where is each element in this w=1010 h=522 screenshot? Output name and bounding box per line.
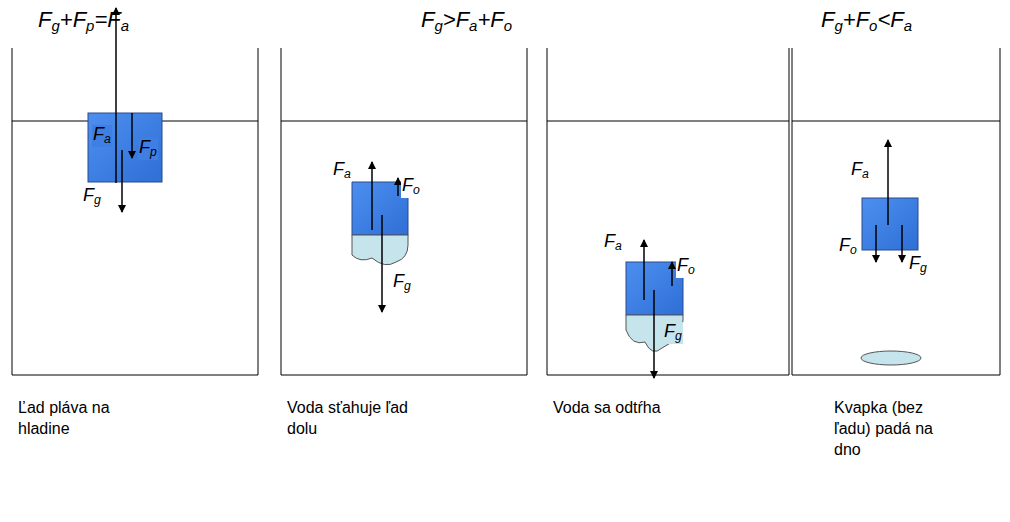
- subscript: o: [688, 263, 695, 277]
- subscript: o: [869, 17, 877, 34]
- equation-title: Fg>Fa+Fo: [420, 8, 513, 34]
- subscript: a: [469, 17, 477, 34]
- subscript: o: [504, 17, 512, 34]
- subscript: g: [834, 17, 842, 34]
- force-label: Fa: [850, 160, 870, 182]
- force-arrows: [116, 8, 902, 378]
- equation-title: Fg+Fo<Fa: [820, 8, 913, 34]
- caption-text: Kvapka (bez ľadu) padá na dno: [834, 398, 944, 460]
- force-label: Fa: [332, 160, 352, 182]
- subscript: o: [413, 183, 420, 197]
- subscript: g: [920, 261, 927, 275]
- force-label: Fg: [82, 186, 102, 208]
- force-label: Fa: [92, 125, 112, 147]
- subscript: g: [675, 329, 682, 343]
- subscript: a: [104, 132, 111, 146]
- force-label: Fg: [663, 322, 683, 344]
- subscript: g: [51, 17, 59, 34]
- subscript: a: [862, 167, 869, 181]
- force-label: Fo: [401, 176, 421, 198]
- caption-text: Voda sťahuje ľad dolu: [287, 398, 417, 440]
- force-label: Fo: [676, 256, 696, 278]
- subscript: g: [94, 193, 101, 207]
- subscript: a: [121, 17, 129, 34]
- subscript: o: [850, 243, 857, 257]
- subscript: g: [404, 279, 411, 293]
- subscript: g: [434, 17, 442, 34]
- force-label: Fg: [908, 254, 928, 276]
- equation-title: Fg+Fp=Fa: [37, 8, 130, 34]
- beakers: [12, 48, 1000, 375]
- subscript: p: [150, 145, 157, 159]
- ice-cubes: [88, 113, 918, 315]
- subscript: a: [615, 239, 622, 253]
- force-label: Fo: [838, 236, 858, 258]
- force-label: Fa: [603, 232, 623, 254]
- subscript: p: [86, 17, 94, 34]
- subscript: a: [904, 17, 912, 34]
- water-drops: [352, 235, 921, 365]
- subscript: a: [344, 167, 351, 181]
- force-label: Fp: [138, 138, 158, 160]
- force-label: Fg: [392, 272, 412, 294]
- caption-text: Voda sa odtŕha: [553, 398, 753, 419]
- caption-text: Ľad pláva na hladine: [18, 398, 138, 440]
